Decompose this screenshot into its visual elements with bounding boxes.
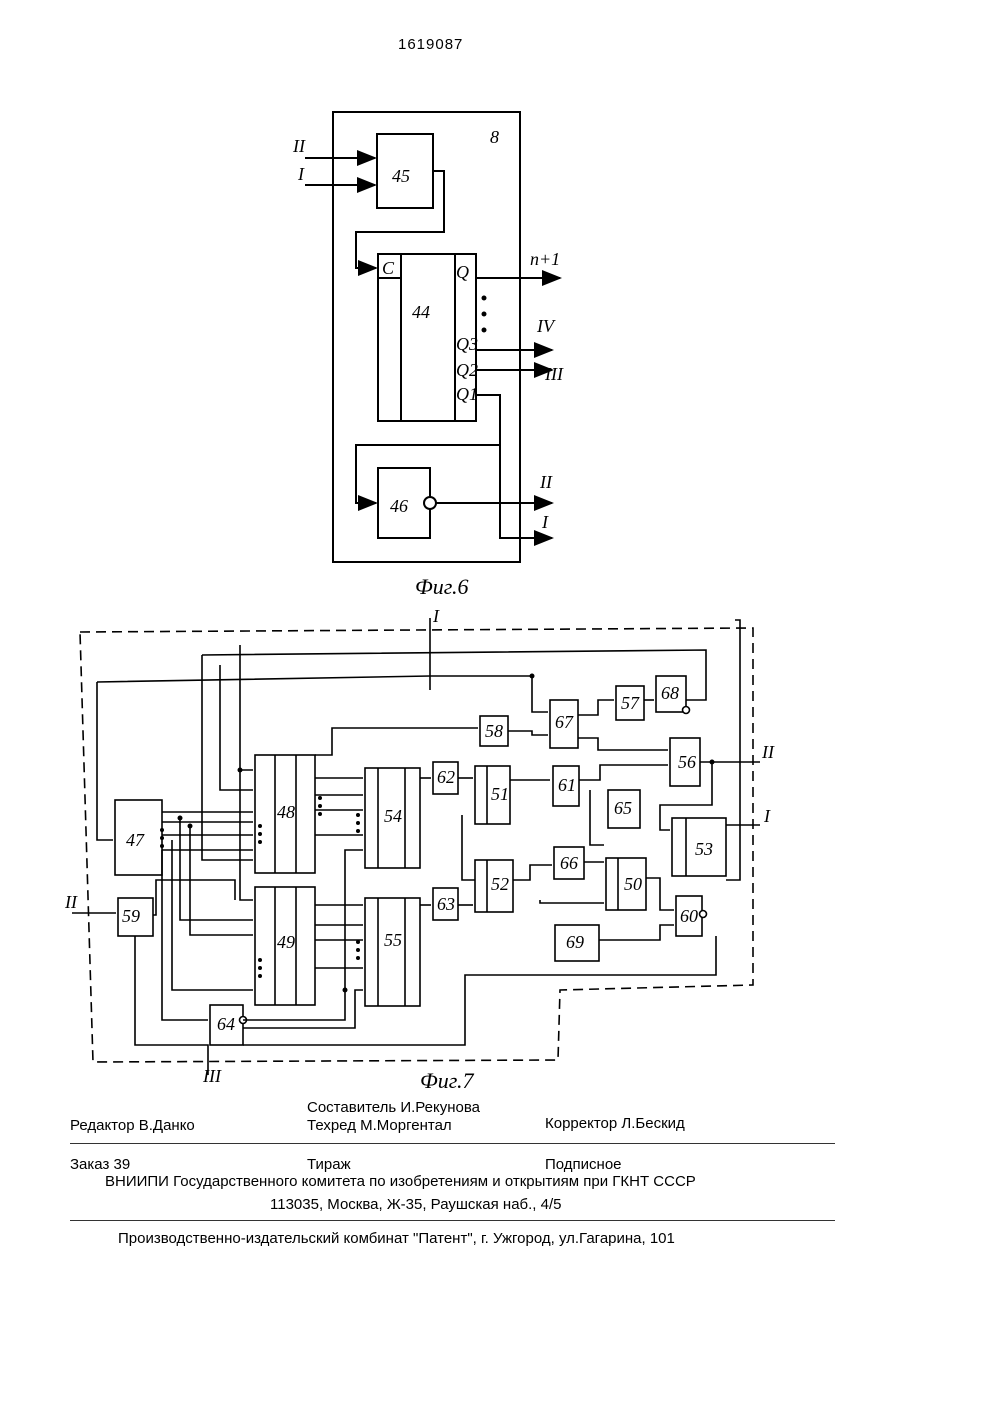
circulation-line: Тираж <box>307 1156 351 1173</box>
block-67-label: 67 <box>555 712 574 732</box>
block-47-label: 47 <box>126 830 145 850</box>
block-51-label: 51 <box>491 784 509 804</box>
organization-line: ВНИИПИ Государственного комитета по изоб… <box>105 1173 696 1190</box>
fig7-output-ii: II <box>761 742 775 762</box>
fig7-input-i-top: I <box>432 606 440 626</box>
printer-line: Производственно-издательский комбинат "П… <box>118 1230 675 1247</box>
fig7-input-iii: III <box>202 1066 222 1086</box>
address-line: 113035, Москва, Ж-35, Раушская наб., 4/5 <box>270 1196 562 1213</box>
block-63-label: 63 <box>437 894 455 914</box>
compiler-line: Составитель И.Рекунова <box>307 1099 480 1116</box>
fig7-caption: Фиг.7 <box>420 1068 474 1094</box>
block-53-label: 53 <box>695 839 713 859</box>
block-68-label: 68 <box>661 683 679 703</box>
techred-line: Техред М.Моргентал <box>307 1117 452 1134</box>
block-61-label: 61 <box>558 775 576 795</box>
fig7-outer-boundary <box>80 628 753 1062</box>
block-56-label: 56 <box>678 752 696 772</box>
block-62-label: 62 <box>437 767 455 787</box>
divider-bottom <box>70 1220 835 1221</box>
block-66-label: 66 <box>560 853 578 873</box>
editor-line: Редактор В.Данко <box>70 1117 195 1134</box>
subscription-line: Подписное <box>545 1156 622 1173</box>
block-55 <box>365 898 420 1006</box>
block-55-label: 55 <box>384 930 402 950</box>
order-line: Заказ 39 <box>70 1156 130 1173</box>
block-49-label: 49 <box>277 932 295 952</box>
block-60-label: 60 <box>680 906 698 926</box>
block-50-label: 50 <box>624 874 642 894</box>
block-54-label: 54 <box>384 806 402 826</box>
block-48-label: 48 <box>277 802 295 822</box>
fig7-output-i: I <box>763 806 771 826</box>
block-65-label: 65 <box>614 798 632 818</box>
block-57-label: 57 <box>621 693 640 713</box>
divider-top <box>70 1143 835 1144</box>
block-69-label: 69 <box>566 932 584 952</box>
block-59-label: 59 <box>122 906 140 926</box>
block-52-label: 52 <box>491 874 509 894</box>
block-64-label: 64 <box>217 1014 235 1034</box>
fig7-input-ii: II <box>64 892 78 912</box>
corrector-line: Корректор Л.Бескид <box>545 1115 685 1132</box>
block-58-label: 58 <box>485 721 503 741</box>
